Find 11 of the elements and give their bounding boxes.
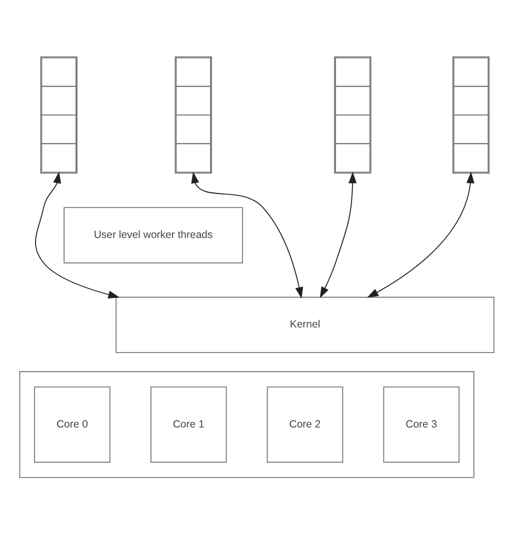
arrow [191,171,304,298]
node-box: Core 2 [266,386,344,462]
arrow [366,171,474,298]
cluster [19,370,474,478]
arrow [320,171,357,298]
arrow [35,171,120,298]
node-box: User level worker threads [64,206,243,263]
node-box: Core 3 [383,386,460,462]
node-box: Core 0 [34,386,110,462]
node-box: Core 1 [150,386,227,462]
node-box: Kernel [116,296,494,353]
